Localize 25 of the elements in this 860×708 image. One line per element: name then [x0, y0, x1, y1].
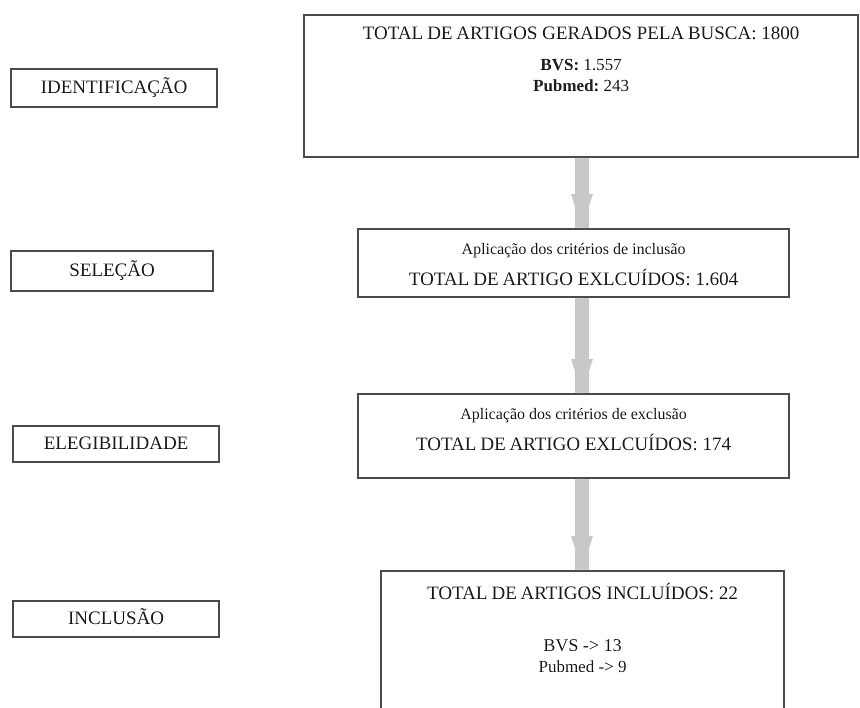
block-arrow	[571, 479, 593, 570]
stage-label-box	[12, 600, 220, 638]
node-text: Aplicação dos critérios de exclusão	[460, 405, 687, 425]
stage-label-box	[12, 425, 220, 463]
node-text: TOTAL DE ARTIGO EXLCUÍDOS: 1.604	[408, 268, 738, 292]
node-text: TOTAL DE ARTIGO EXLCUÍDOS: 174	[416, 433, 732, 457]
process-box	[380, 570, 785, 708]
node-text: TOTAL DE ARTIGOS INCLUÍDOS: 22	[427, 582, 738, 606]
block-arrow	[571, 158, 593, 228]
process-box	[357, 228, 790, 298]
node-text: Pubmed -> 9	[538, 656, 626, 678]
node-text: ELEGIBILIDADE	[44, 432, 188, 456]
node-text: BVS: 1.557	[540, 54, 622, 75]
stage-label-box	[10, 250, 214, 292]
block-arrow	[571, 298, 593, 393]
node-text: BVS -> 13	[543, 634, 622, 656]
node-text: Aplicação dos critérios de inclusão	[462, 240, 686, 260]
stage-label-box	[10, 68, 218, 108]
node-text: INCLUSÃO	[68, 607, 164, 631]
node-text: Pubmed: 243	[533, 75, 629, 96]
process-box	[303, 14, 859, 158]
node-text: SELEÇÃO	[69, 259, 155, 283]
node-text: TOTAL DE ARTIGOS GERADOS PELA BUSCA: 1800	[362, 22, 800, 46]
process-box	[357, 393, 790, 479]
node-text: IDENTIFICAÇÃO	[40, 76, 188, 100]
